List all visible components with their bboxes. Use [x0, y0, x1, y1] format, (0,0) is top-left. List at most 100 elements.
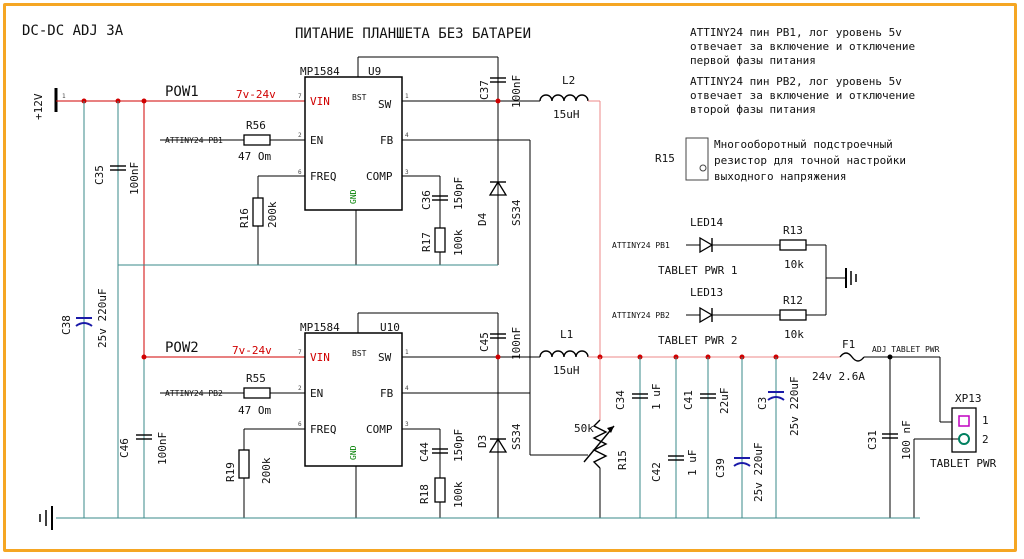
res-r17: R17 100k: [420, 227, 465, 256]
svg-text:C46: C46: [118, 438, 131, 458]
svg-text:R56: R56: [246, 119, 266, 132]
svg-text:R15: R15: [616, 450, 629, 470]
svg-text:R16: R16: [238, 208, 251, 228]
cap-c41: C41 22uF: [682, 388, 731, 415]
svg-text:FREQ: FREQ: [310, 170, 337, 183]
res-r56: R56 47 Om: [238, 119, 271, 163]
svg-text:1: 1: [62, 93, 66, 100]
inductor-l1: L1 15uH: [539, 328, 589, 377]
svg-text:200k: 200k: [260, 457, 273, 484]
svg-text:6: 6: [298, 421, 302, 428]
svg-text:3: 3: [405, 169, 409, 176]
svg-text:ADJ TABLET PWR: ADJ TABLET PWR: [872, 345, 940, 354]
led13: ATTINY24 PB2 LED13 TABLET PWR 2 R12 10k: [612, 286, 807, 347]
svg-text:F1: F1: [842, 338, 855, 351]
ic-u9: MP1584 U9 VIN EN FREQ BST SW FB COMP GND…: [298, 65, 409, 211]
svg-text:15uH: 15uH: [553, 364, 580, 377]
cap-c37: C37 100nF: [478, 75, 523, 108]
svg-text:SW: SW: [378, 98, 392, 111]
left-title: DC-DC ADJ 3A: [22, 23, 124, 39]
svg-text:1: 1: [982, 414, 989, 427]
cap-c34: C34 1 uF: [614, 384, 663, 411]
svg-text:R19: R19: [224, 462, 237, 482]
svg-text:LED14: LED14: [690, 216, 723, 229]
svg-text:Многооборотный подстроечный: Многооборотный подстроечный: [714, 138, 893, 151]
svg-text:TABLET PWR 2: TABLET PWR 2: [658, 334, 737, 347]
svg-text:R13: R13: [783, 224, 803, 237]
res-r19: R19 200k: [224, 449, 273, 484]
svg-text:R15: R15: [655, 152, 675, 165]
svg-text:C42: C42: [650, 462, 663, 482]
svg-text:ATTINY24 пин PB1, лог уровень: ATTINY24 пин PB1, лог уровень 5v: [690, 26, 902, 39]
svg-text:BST: BST: [352, 349, 367, 358]
svg-text:U9: U9: [368, 65, 381, 78]
svg-text:2: 2: [982, 433, 989, 446]
svg-text:отвечает за включение и отключ: отвечает за включение и отключение: [690, 40, 915, 53]
svg-text:GND: GND: [349, 189, 358, 204]
svg-text:C37: C37: [478, 80, 491, 100]
svg-text:EN: EN: [310, 387, 323, 400]
cap-c46: C46 100nF: [118, 432, 169, 465]
cap-c42: C42 1 uF: [650, 450, 699, 483]
svg-text:100nF: 100nF: [128, 162, 141, 195]
main-title: ПИТАНИЕ ПЛАНШЕТА БЕЗ БАТАРЕИ: [295, 26, 531, 42]
svg-text:22uF: 22uF: [718, 388, 731, 415]
svg-text:2: 2: [298, 385, 302, 392]
svg-text:C34: C34: [614, 390, 627, 410]
svg-text:первой фазы питания: первой фазы питания: [690, 54, 816, 67]
svg-text:VIN: VIN: [310, 95, 330, 108]
en1-net: ATTINY24 PB1: [165, 136, 223, 145]
svg-text:C38: C38: [60, 315, 73, 335]
svg-text:L1: L1: [560, 328, 573, 341]
inductor-l2: L2 15uH: [539, 74, 589, 121]
svg-text:R12: R12: [783, 294, 803, 307]
svg-text:выходного напряжения: выходного напряжения: [714, 170, 846, 183]
svg-text:L2: L2: [562, 74, 575, 87]
svg-text:1: 1: [405, 349, 409, 356]
svg-text:15uH: 15uH: [553, 108, 580, 121]
pow1-range: 7v-24v: [236, 88, 276, 101]
svg-text:C31: C31: [866, 430, 879, 450]
net-pow1: POW1: [165, 84, 199, 100]
svg-text:SW: SW: [378, 351, 392, 364]
svg-text:2: 2: [298, 132, 302, 139]
svg-text:MP1584: MP1584: [300, 321, 340, 334]
svg-text:XP13: XP13: [955, 392, 982, 405]
res-r55: R55 47 Om: [238, 372, 271, 417]
svg-text:4: 4: [405, 132, 409, 139]
svg-text:C44: C44: [418, 442, 431, 462]
svg-text:47 Om: 47 Om: [238, 150, 271, 163]
svg-text:C45: C45: [478, 332, 491, 352]
svg-text:200k: 200k: [266, 201, 279, 228]
pot-r15: 50k R15: [574, 419, 629, 470]
svg-text:7: 7: [298, 93, 302, 100]
diode-d3: D3 SS34: [476, 423, 523, 453]
svg-text:C41: C41: [682, 390, 695, 410]
svg-text:24v 2.6A: 24v 2.6A: [812, 370, 865, 383]
en2-net: ATTINY24 PB2: [165, 389, 223, 398]
svg-text:FB: FB: [380, 387, 394, 400]
cap-c38: C38 25v 220uF: [60, 288, 109, 348]
svg-text:25v 220uF: 25v 220uF: [96, 288, 109, 348]
svg-text:25v 220uF: 25v 220uF: [788, 376, 801, 436]
svg-text:MP1584: MP1584: [300, 65, 340, 78]
res-r16: R16 200k: [238, 197, 279, 228]
svg-text:100 nF: 100 nF: [900, 420, 913, 460]
svg-text:4: 4: [405, 385, 409, 392]
res-r18: R18 100k: [418, 477, 465, 508]
note-pb1: ATTINY24 пин PB1, лог уровень 5v отвечае…: [690, 26, 915, 67]
svg-text:R55: R55: [246, 372, 266, 385]
svg-text:50k: 50k: [574, 422, 594, 435]
svg-text:100nF: 100nF: [156, 432, 169, 465]
svg-text:+12V: +12V: [32, 93, 45, 120]
svg-text:1 uF: 1 uF: [686, 450, 699, 477]
svg-text:GND: GND: [349, 445, 358, 460]
cap-c45: C45 100nF: [478, 327, 523, 360]
svg-text:10k: 10k: [784, 328, 804, 341]
svg-text:100nF: 100nF: [510, 75, 523, 108]
svg-text:FB: FB: [380, 134, 394, 147]
svg-text:C3: C3: [756, 397, 769, 410]
svg-text:ATTINY24 пин PB2, лог уровень: ATTINY24 пин PB2, лог уровень 5v: [690, 75, 902, 88]
svg-text:ATTINY24 PB2: ATTINY24 PB2: [612, 311, 670, 320]
